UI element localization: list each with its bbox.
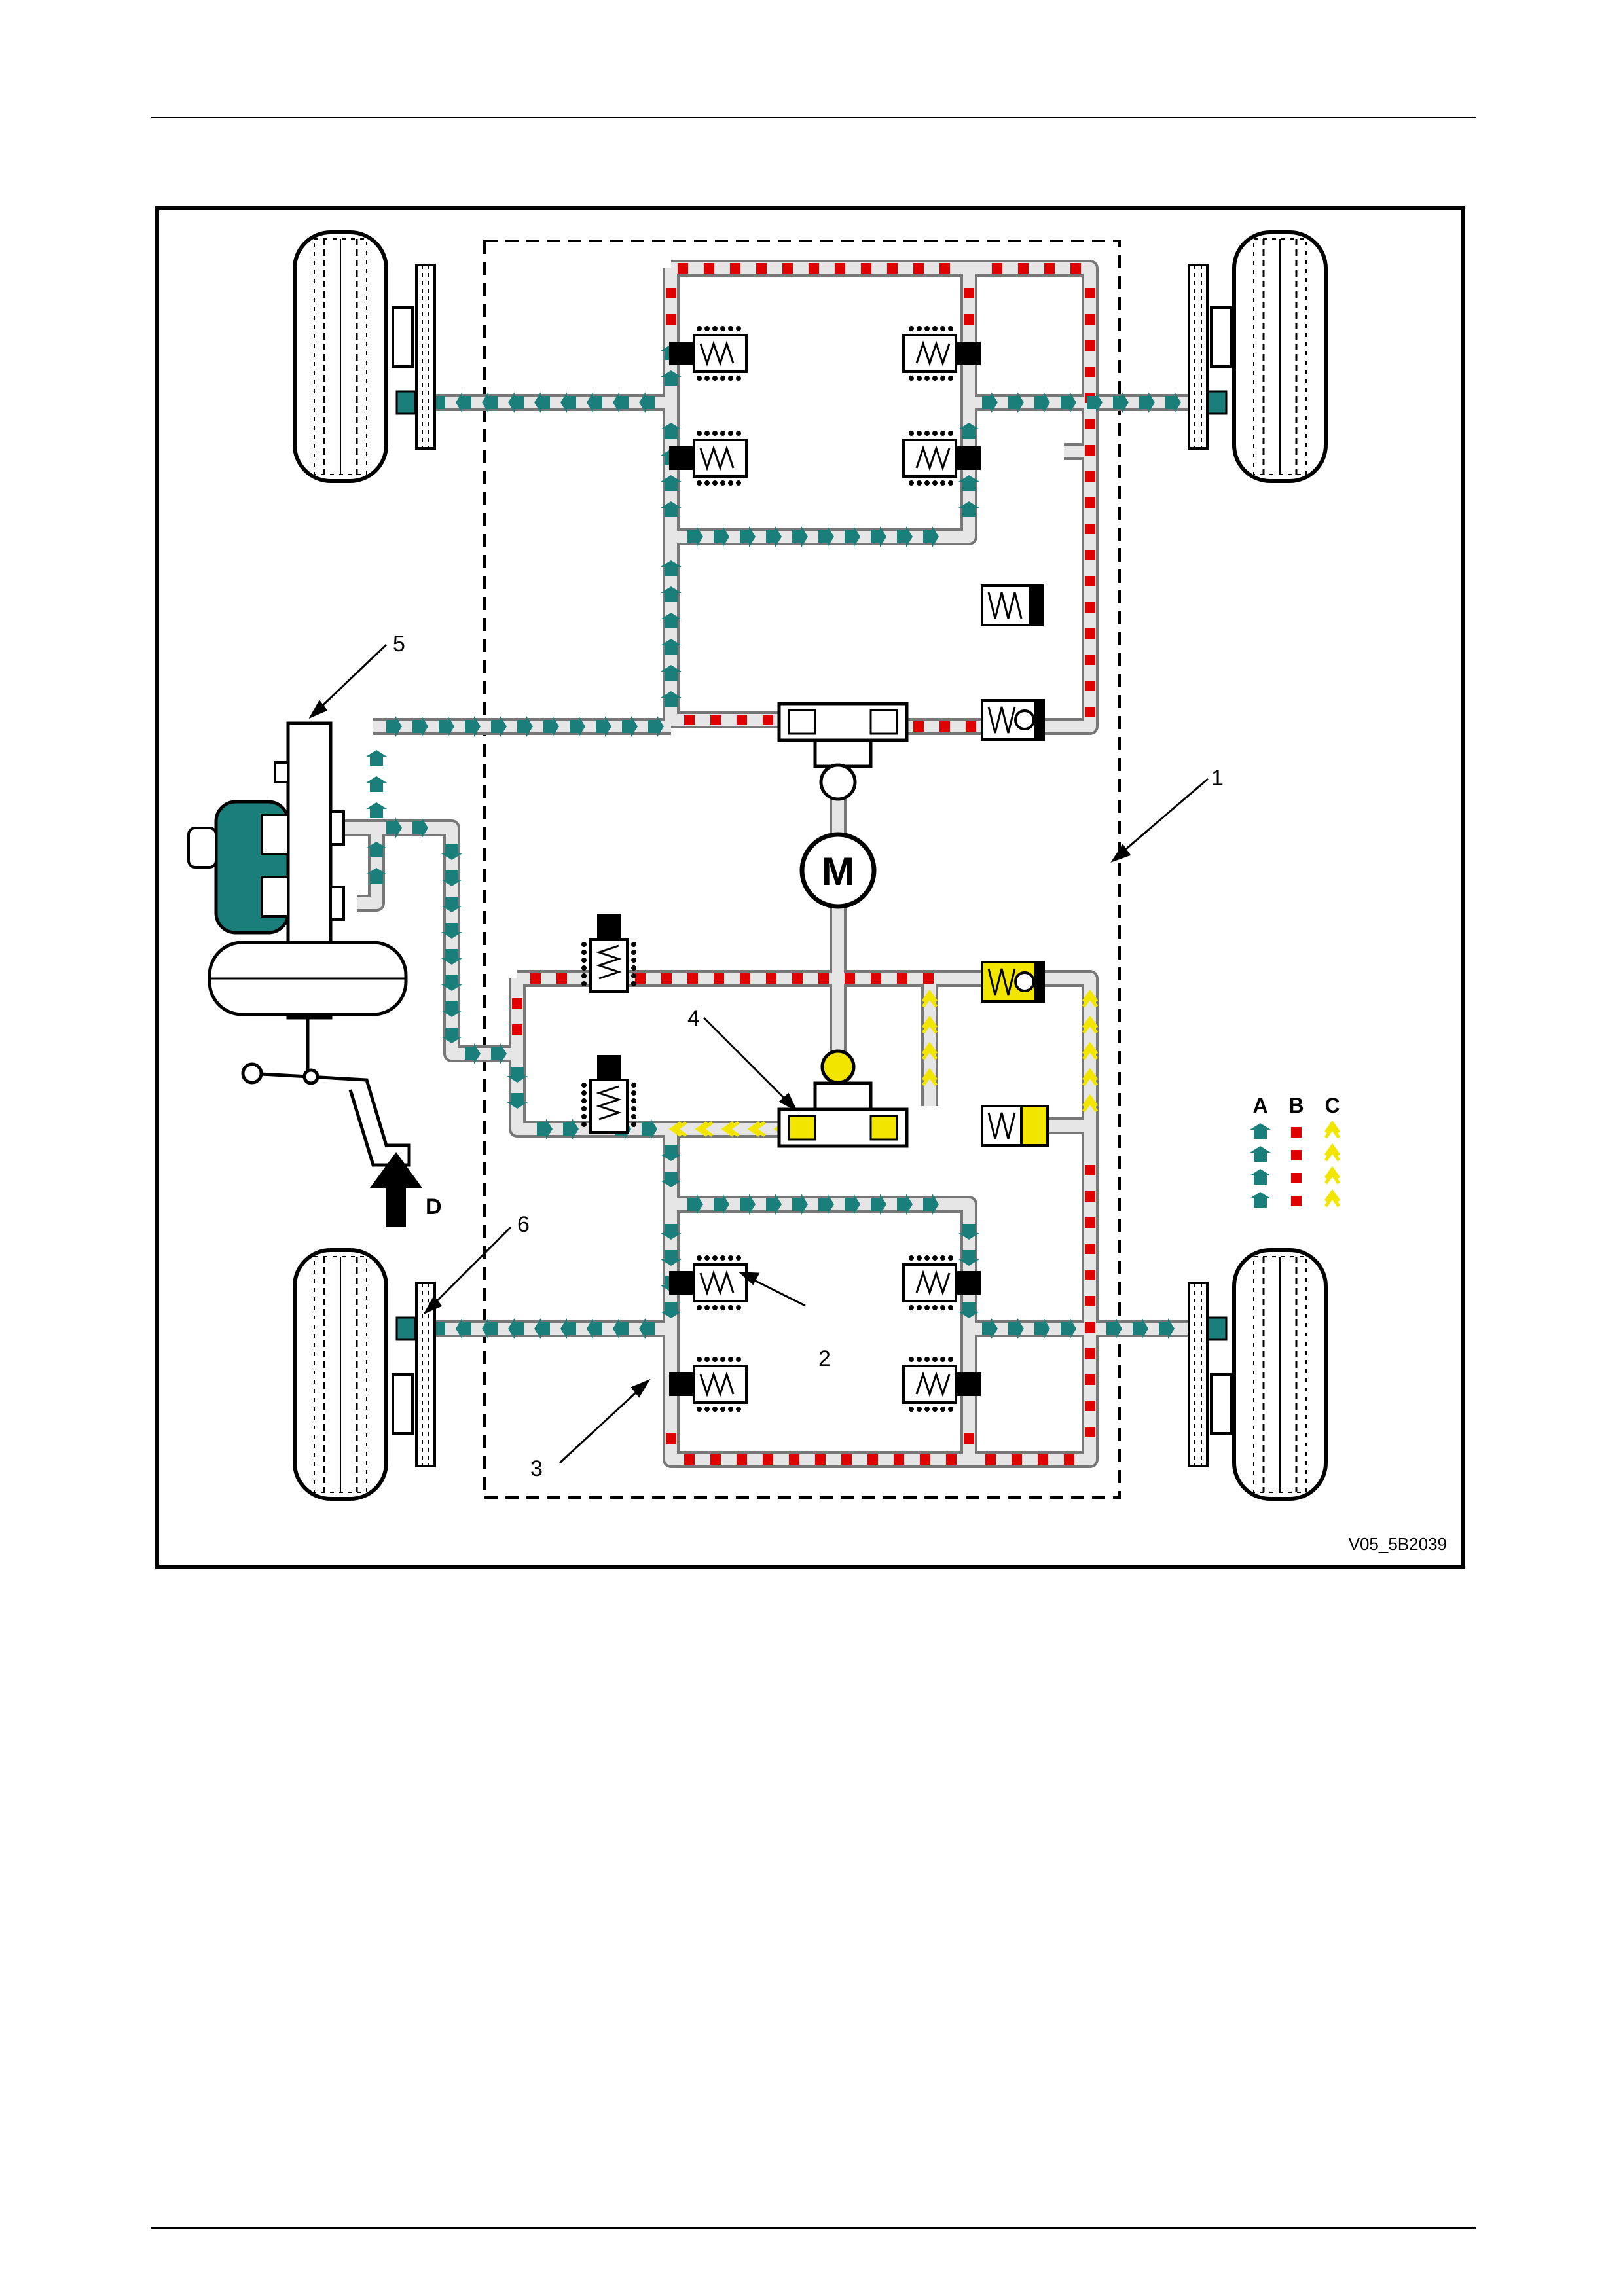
callout-5: 5 xyxy=(393,632,405,656)
callout-6: 6 xyxy=(517,1212,530,1237)
callout-4: 4 xyxy=(687,1006,700,1031)
pump-motor: M xyxy=(802,834,874,906)
legend-label-b: B xyxy=(1288,1094,1304,1117)
figure-code: V05_5B2039 xyxy=(1349,1534,1447,1554)
callout-3: 3 xyxy=(530,1456,543,1481)
accumulator-upper-1 xyxy=(982,584,1044,626)
motor-label: M xyxy=(822,850,854,893)
callout-2: 2 xyxy=(818,1346,831,1371)
legend-label-a: A xyxy=(1252,1094,1267,1117)
callout-1: 1 xyxy=(1211,766,1224,791)
legend-label-c: C xyxy=(1324,1094,1340,1117)
accumulator-lower-2 xyxy=(982,1106,1048,1145)
pedal-force-label: D xyxy=(426,1194,442,1219)
accumulator-lower-1 xyxy=(982,961,1045,1003)
accumulator-upper-2 xyxy=(982,699,1045,741)
